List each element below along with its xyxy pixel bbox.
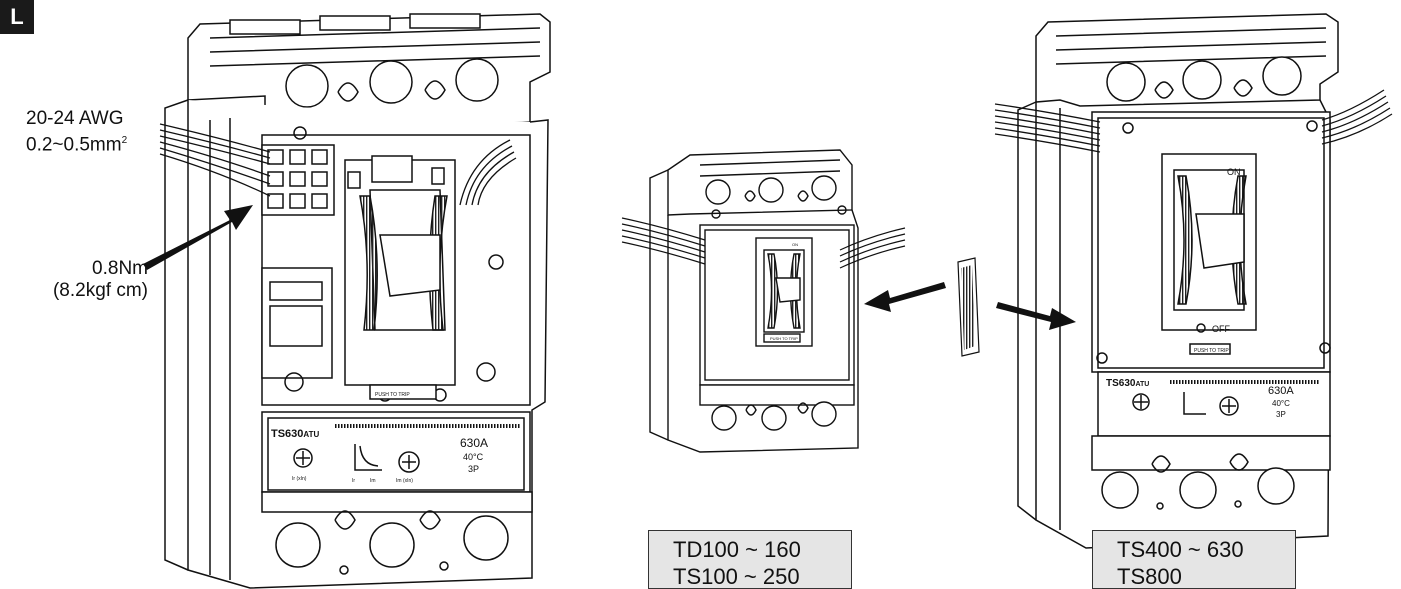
right-model-label: TS630ATU	[1106, 378, 1149, 389]
left-curve-im-label: Im	[370, 478, 376, 484]
right-push-label: PUSH TO TRIP	[1194, 348, 1229, 354]
wire-bundle-right	[994, 89, 1393, 153]
wire-bundle-center	[621, 217, 906, 269]
breaker-left-open	[164, 13, 551, 589]
left-poles-label: 3P	[468, 464, 479, 474]
model-box-right: TS400 ~ 630 TS800	[1092, 530, 1296, 589]
left-dial-ir-label: Ir (xIn)	[292, 476, 307, 482]
right-temp-label: 40°C	[1272, 399, 1290, 408]
right-poles-label: 3P	[1276, 410, 1286, 419]
wire-awg-text: 20-24 AWG	[26, 108, 124, 129]
left-dial-im-label: Im (xIn)	[396, 478, 413, 484]
panel-letter-badge: L	[0, 0, 34, 34]
breaker-small	[649, 149, 859, 453]
model-right-line-1: TS400 ~ 630	[1117, 537, 1244, 562]
left-push-label: PUSH TO TRIP	[375, 392, 410, 398]
left-curve-ir-label: Ir	[352, 478, 355, 484]
breaker-right	[1017, 13, 1339, 549]
left-model-label: TS630ATU	[271, 428, 319, 440]
small-on-label: ON	[792, 242, 798, 247]
arrow-to-small-breaker	[864, 282, 946, 312]
left-rating-label: 630A	[460, 436, 488, 450]
right-off-label: OFF	[1212, 324, 1230, 334]
left-temp-label: 40°C	[463, 452, 484, 462]
wire-mm2-text: 0.2~0.5mm2	[26, 134, 128, 156]
model-right-line-2: TS800	[1117, 564, 1182, 589]
torque-arrow	[143, 205, 253, 270]
torque-label: 0.8Nm (8.2kgf cm)	[22, 258, 148, 302]
model-box-center: TD100 ~ 160 TS100 ~ 250	[648, 530, 852, 589]
model-center-line-2: TS100 ~ 250	[673, 564, 800, 589]
wire-spec-label: 20-24 AWG 0.2~0.5mm2	[26, 108, 127, 156]
wire-bundle-left	[159, 123, 517, 206]
small-push-label: PUSH TO TRIP	[770, 336, 798, 341]
accessory-module	[957, 257, 980, 357]
model-center-line-1: TD100 ~ 160	[673, 537, 801, 562]
torque-nm-text: 0.8Nm	[92, 258, 148, 279]
right-on-label: ON	[1227, 167, 1241, 177]
right-rating-label: 630A	[1268, 385, 1294, 397]
torque-kgf-text: (8.2kgf cm)	[52, 280, 148, 301]
